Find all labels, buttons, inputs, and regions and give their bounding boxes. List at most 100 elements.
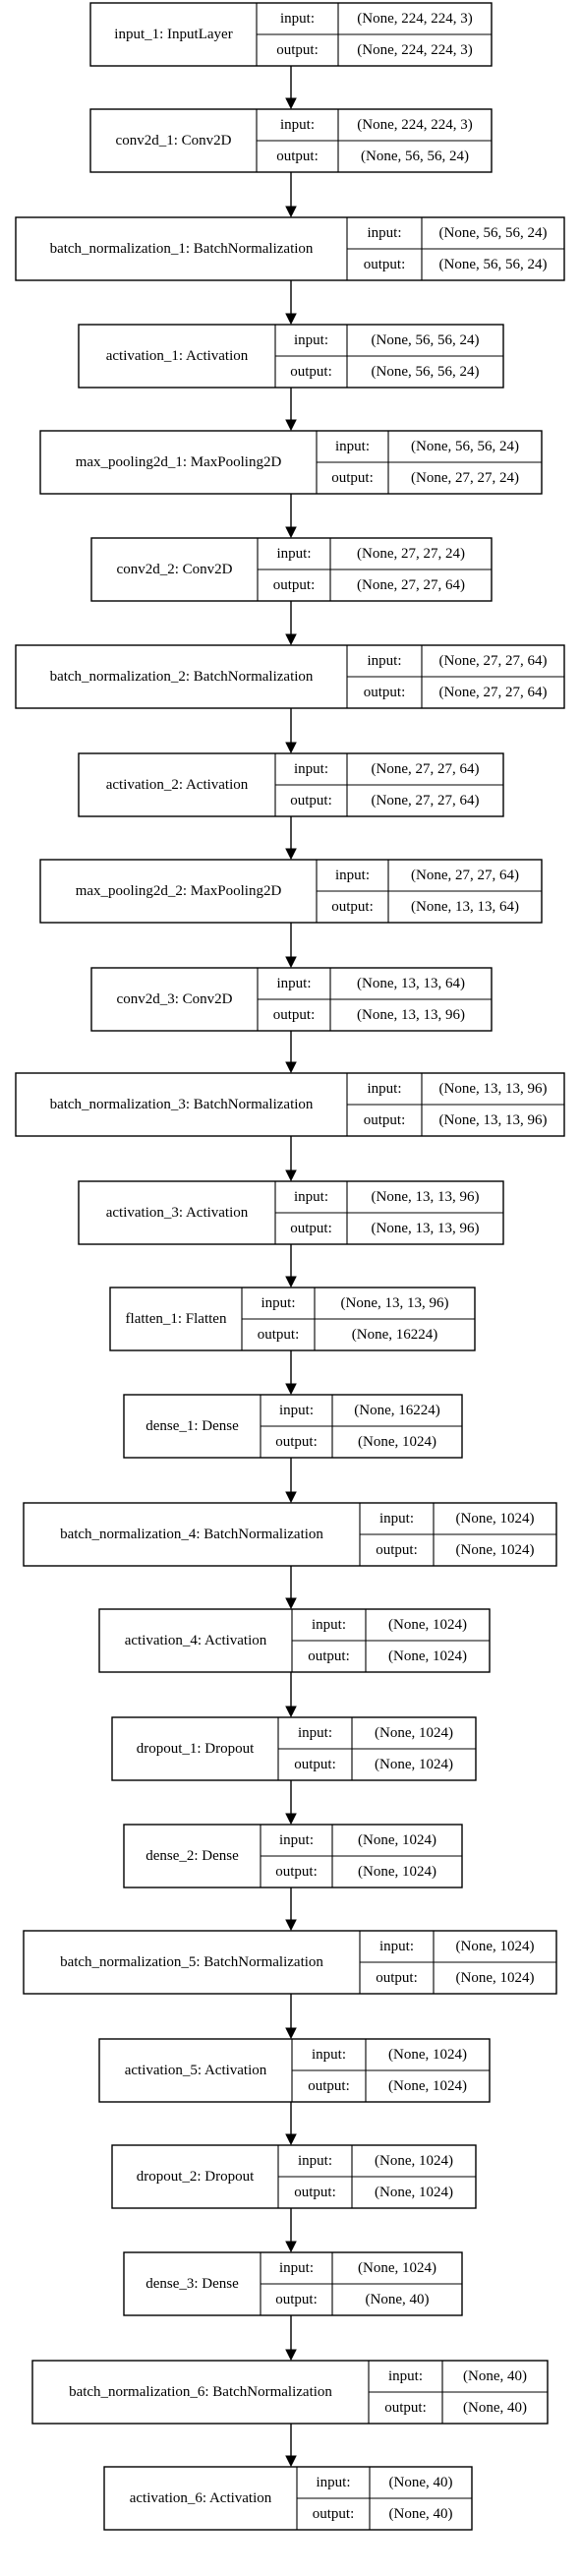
output-label: output: bbox=[364, 257, 406, 272]
input-shape: (None, 1024) bbox=[358, 2260, 436, 2276]
edge-arrow bbox=[285, 2208, 297, 2253]
input-shape: (None, 56, 56, 24) bbox=[439, 225, 548, 241]
input-label: input: bbox=[312, 2047, 346, 2063]
input-label: input: bbox=[335, 439, 370, 454]
layer-name: activation_3: Activation bbox=[106, 1205, 249, 1221]
input-shape: (None, 27, 27, 64) bbox=[411, 868, 519, 883]
output-shape: (None, 27, 27, 64) bbox=[439, 685, 548, 700]
layer-node: batch_normalization_1: BatchNormalizatio… bbox=[15, 216, 565, 281]
input-label: input: bbox=[279, 1832, 314, 1848]
input-label: input: bbox=[367, 653, 401, 669]
input-shape: (None, 13, 13, 96) bbox=[372, 1189, 480, 1205]
output-label: output: bbox=[384, 2400, 427, 2416]
input-label: input: bbox=[367, 1081, 401, 1097]
output-label: output: bbox=[275, 1864, 318, 1880]
layer-node: activation_5: Activation input: output: (No… bbox=[98, 2038, 491, 2103]
input-label: input: bbox=[294, 332, 328, 348]
input-shape: (None, 56, 56, 24) bbox=[411, 439, 519, 454]
output-shape: (None, 13, 13, 96) bbox=[372, 1221, 480, 1236]
layer-name: activation_2: Activation bbox=[106, 777, 249, 793]
input-shape: (None, 1024) bbox=[456, 1939, 535, 1954]
edge-arrow bbox=[285, 1458, 297, 1504]
output-label: output: bbox=[290, 1221, 332, 1236]
input-label: input: bbox=[279, 2260, 314, 2276]
layer-name: activation_5: Activation bbox=[125, 2063, 267, 2078]
input-shape: (None, 224, 224, 3) bbox=[357, 11, 472, 27]
output-shape: (None, 1024) bbox=[456, 1542, 535, 1558]
input-label: input: bbox=[279, 1403, 314, 1418]
output-label: output: bbox=[294, 1757, 336, 1772]
layer-node: activation_2: Activationinput:output:(No… bbox=[78, 752, 504, 817]
input-label: input: bbox=[379, 1939, 414, 1954]
output-shape: (None, 1024) bbox=[456, 1970, 535, 1986]
output-shape: (None, 13, 13, 64) bbox=[411, 899, 519, 915]
layer-node: batch_normalization_3: BatchNormalizatio… bbox=[15, 1072, 565, 1137]
layer-name: activation_6: Activation bbox=[130, 2490, 272, 2506]
input-label: input: bbox=[261, 1295, 295, 1311]
output-label: output: bbox=[364, 1112, 406, 1128]
layer-node: max_pooling2d_1: MaxPooling2Dinput:outpu… bbox=[39, 430, 543, 495]
layer-node: batch_normalization_5: BatchNormalizatio… bbox=[23, 1930, 557, 1995]
output-label: output: bbox=[275, 1434, 318, 1450]
output-label: output: bbox=[331, 899, 374, 915]
input-label: input: bbox=[388, 2368, 423, 2384]
output-shape: (None, 1024) bbox=[358, 1434, 436, 1450]
output-label: output: bbox=[308, 1648, 350, 1664]
layer-name: dense_2: Dense bbox=[145, 1848, 239, 1864]
input-shape: (None, 13, 13, 96) bbox=[439, 1081, 548, 1097]
input-label: input: bbox=[294, 761, 328, 777]
output-label: output: bbox=[308, 2078, 350, 2094]
layer-node: batch_normalization_6: BatchNormalizatio… bbox=[31, 2360, 549, 2425]
output-shape: (None, 1024) bbox=[375, 1757, 453, 1772]
input-label: input: bbox=[294, 1189, 328, 1205]
output-shape: (None, 1024) bbox=[388, 1648, 467, 1664]
output-shape: (None, 13, 13, 96) bbox=[439, 1112, 548, 1128]
output-label: output: bbox=[258, 1327, 300, 1343]
layer-node: batch_normalization_4: BatchNormalizatio… bbox=[23, 1502, 557, 1567]
edge-arrow bbox=[285, 1887, 297, 1932]
input-shape: (None, 1024) bbox=[456, 1511, 535, 1527]
output-shape: (None, 1024) bbox=[375, 2185, 453, 2200]
input-shape: (None, 1024) bbox=[358, 1832, 436, 1848]
input-shape: (None, 1024) bbox=[388, 2047, 467, 2063]
output-shape: (None, 40) bbox=[366, 2292, 430, 2307]
layer-name: input_1: InputLayer bbox=[114, 27, 232, 42]
edge-arrow bbox=[285, 1136, 297, 1182]
layer-name: batch_normalization_2: BatchNormalizatio… bbox=[50, 669, 314, 685]
layer-name: max_pooling2d_2: MaxPooling2D bbox=[76, 883, 282, 899]
output-shape: (None, 56, 56, 24) bbox=[372, 364, 480, 380]
layer-node: activation_4: Activationinput:output:(No… bbox=[98, 1608, 491, 1673]
output-label: output: bbox=[294, 2185, 336, 2200]
edge-arrow bbox=[285, 708, 297, 754]
output-shape: (None, 1024) bbox=[388, 2078, 467, 2094]
layer-name: dropout_1: Dropout bbox=[137, 1741, 255, 1757]
layer-node: max_pooling2d_2: MaxPooling2Dinput:outpu… bbox=[39, 859, 543, 924]
layer-name: dense_1: Dense bbox=[145, 1418, 239, 1434]
input-shape: (None, 27, 27, 64) bbox=[372, 761, 480, 777]
input-label: input: bbox=[276, 976, 311, 991]
edge-arrow bbox=[285, 66, 297, 110]
output-shape: (None, 224, 224, 3) bbox=[357, 42, 472, 58]
edge-arrow bbox=[285, 388, 297, 432]
input-label: input: bbox=[280, 117, 315, 133]
layer-name: batch_normalization_3: BatchNormalizatio… bbox=[50, 1097, 314, 1112]
layer-node: dense_1: Dense input: output: (None, 16224)… bbox=[123, 1394, 463, 1459]
input-label: input: bbox=[316, 2475, 350, 2490]
layer-node: activation_3: Activation input: output: (No… bbox=[78, 1180, 504, 1245]
edge-arrow bbox=[285, 1672, 297, 1718]
input-label: input: bbox=[298, 2153, 332, 2169]
edge-arrow bbox=[285, 1780, 297, 1826]
output-label: output: bbox=[290, 364, 332, 380]
input-shape: (None, 16224) bbox=[354, 1403, 439, 1418]
edge-arrow bbox=[285, 172, 297, 218]
edge-arrow bbox=[285, 494, 297, 539]
edge-arrow bbox=[285, 816, 297, 861]
output-shape: (None, 56, 56, 24) bbox=[361, 149, 469, 164]
output-label: output: bbox=[376, 1542, 418, 1558]
output-shape: (None, 27, 27, 24) bbox=[411, 470, 519, 486]
edge-arrow bbox=[285, 1566, 297, 1610]
